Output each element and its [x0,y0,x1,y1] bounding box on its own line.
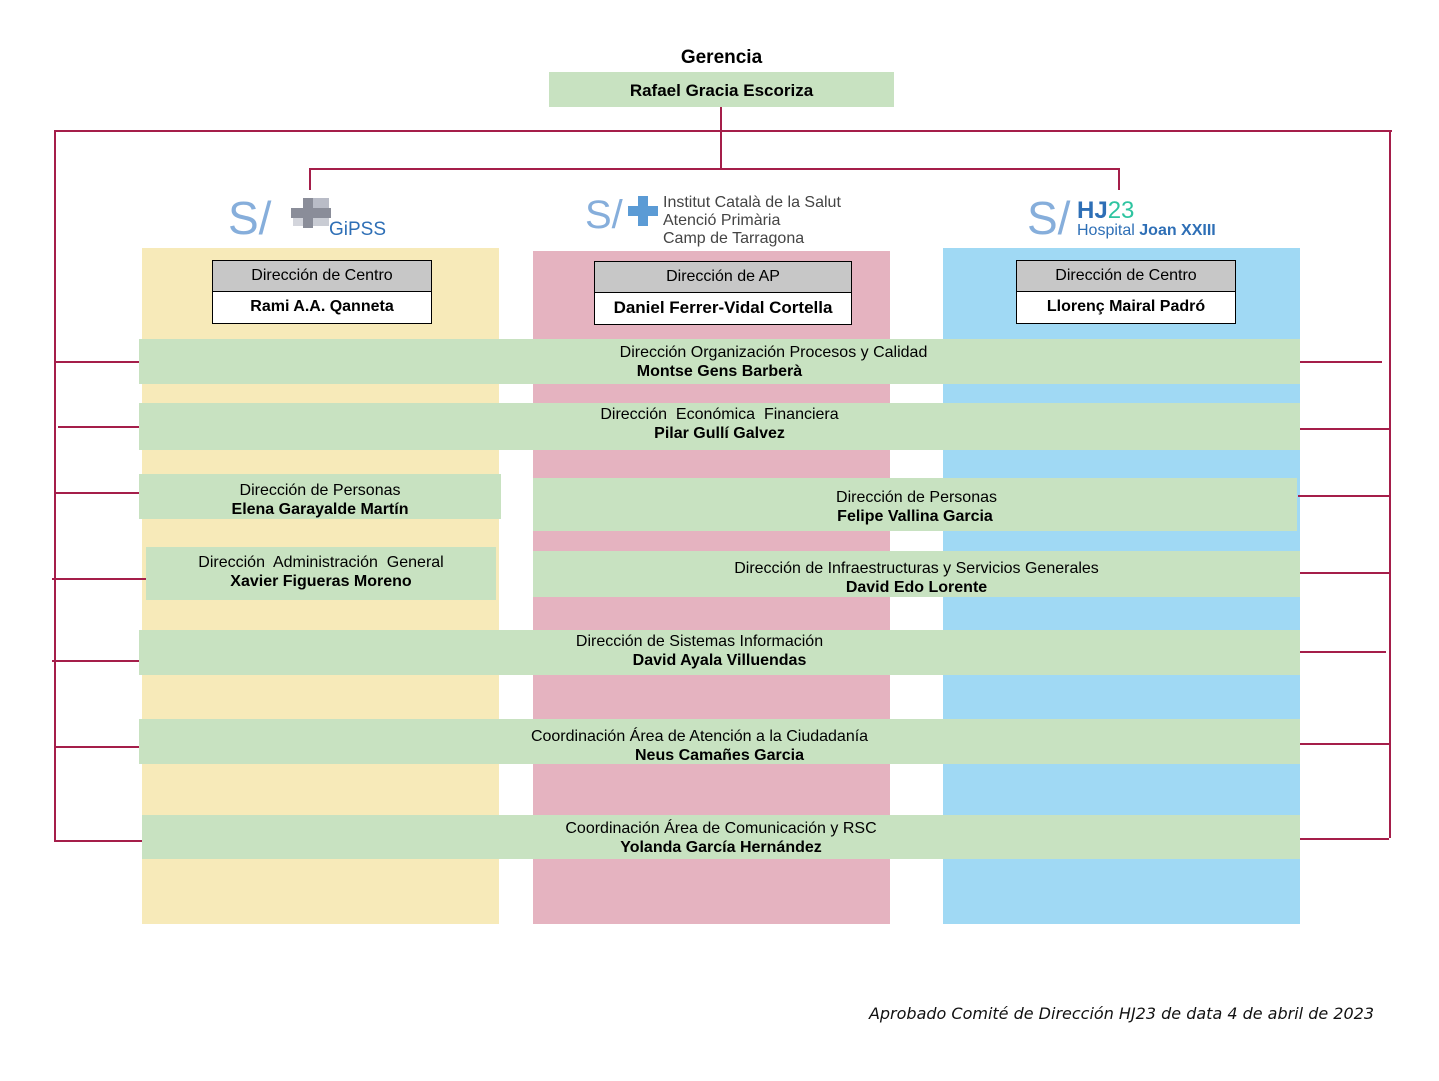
hj23-director-name: Llorenç Mairal Padró [1046,298,1206,315]
unit-personas-gipss: Dirección de Personas Elena Garayalde Ma… [139,474,501,519]
gerencia-title: Gerencia [680,47,763,68]
unit-economica: Dirección Económica Financiera Pilar Gul… [139,403,1300,450]
unit-comunicacion: Coordinación Área de Comunicación y RSC … [142,815,1300,859]
ics-director-role: Dirección de AP [595,262,851,293]
ics-director-box: Dirección de AP Daniel Ferrer-Vidal Cort… [594,261,852,325]
approval-note: Aprobado Comité de Dirección HJ23 de dat… [868,1004,1374,1023]
gipss-cross-icon [291,198,331,228]
hj23-logo: S/ HJ23 Hospital Joan XXIII [1027,195,1237,245]
gipss-director-role: Dirección de Centro [213,261,431,292]
hj23-director-box: Dirección de Centro Llorenç Mairal Padró [1016,260,1236,324]
hj23-logo-mark: S/ [1027,192,1071,244]
gipss-director-name: Rami A.A. Qanneta [250,298,394,315]
hj23-director-role: Dirección de Centro [1017,261,1235,292]
gipss-logo: S/ GiPSS [228,195,408,245]
ics-logo: S/ Institut Català de la Salut Atenció P… [585,192,860,250]
ics-logo-mark: S/ [585,193,623,237]
gipss-director-box: Dirección de Centro Rami A.A. Qanneta [212,260,432,324]
unit-organizacion: Dirección Organización Procesos y Calida… [139,339,1300,384]
gerencia-box: Rafael Gracia Escoriza [549,72,894,107]
unit-infraestructuras: Dirección de Infraestructuras y Servicio… [533,551,1300,597]
unit-administracion: Dirección Administración General Xavier … [146,547,496,600]
hj23-logo-text: Hospital Joan XXIII [1077,222,1216,239]
ics-logo-line3: Camp de Tarragona [663,230,805,247]
ics-logo-line1: Institut Català de la Salut [663,194,841,211]
ics-cross-icon [628,196,658,226]
unit-ciudadania: Coordinación Área de Atención a la Ciuda… [139,719,1300,764]
hj23-logo-code: HJ23 [1077,197,1135,224]
gipss-logo-mark: S/ [228,192,272,244]
gipss-logo-text: GiPSS [329,219,387,240]
unit-personas: Dirección de Personas Felipe Vallina Gar… [533,478,1297,531]
ics-director-name: Daniel Ferrer-Vidal Cortella [613,298,833,317]
unit-sistemas: Dirección de Sistemas Información David … [139,630,1300,675]
ics-logo-line2: Atenció Primària [663,212,781,229]
